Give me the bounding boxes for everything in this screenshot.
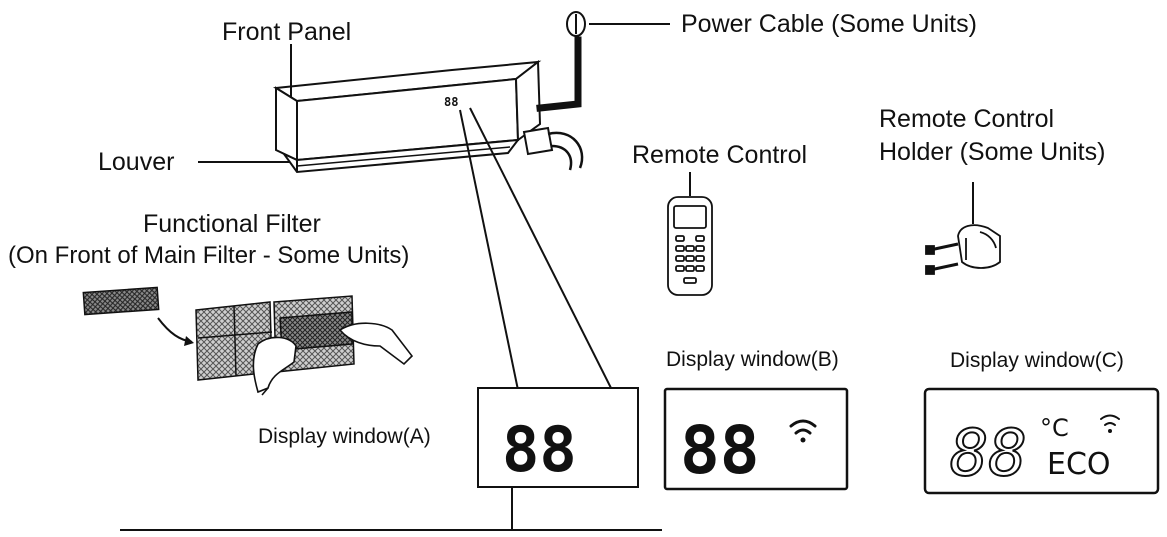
insert-arrow-head xyxy=(184,336,194,346)
display-a-digits: 88 xyxy=(502,413,577,486)
remote-holder xyxy=(925,182,1001,275)
remote-holder-label-line2: Holder (Some Units) xyxy=(879,138,1106,166)
display-window-b xyxy=(663,387,849,491)
unit-side-face xyxy=(514,60,542,142)
display-window-b-label: Display window(B) xyxy=(666,348,839,371)
front-panel-label: Front Panel xyxy=(222,18,352,46)
louver-label: Louver xyxy=(98,148,175,176)
display-c-digits: 88 xyxy=(950,417,1027,491)
hands xyxy=(252,322,414,396)
remote-holder-label-line1: Remote Control xyxy=(879,105,1055,133)
functional-filter-label-line1: Functional Filter xyxy=(143,210,321,238)
functional-filter-label-line2: (On Front of Main Filter - Some Units) xyxy=(8,242,410,269)
display-window-a xyxy=(477,387,639,488)
remote-control-label: Remote Control xyxy=(632,141,808,169)
unit-display-digits: 88 xyxy=(444,95,458,109)
wifi-icon-c xyxy=(1100,414,1120,433)
drain-pipe xyxy=(547,131,584,169)
front-panel xyxy=(275,86,298,162)
leader-lines xyxy=(120,44,662,531)
display-c-mode: ECO xyxy=(1047,447,1111,482)
display-zoom-line-left xyxy=(459,109,519,391)
display-zoom-line-right xyxy=(469,107,613,391)
display-window-c xyxy=(923,387,1160,495)
display-c-unit: °C xyxy=(1040,414,1069,442)
display-window-c-label: Display window(C) xyxy=(950,349,1124,372)
functional-filter-strip xyxy=(82,286,160,316)
display-window-a-label: Display window(A) xyxy=(258,425,431,448)
pipe-connector xyxy=(522,126,554,156)
remote-control xyxy=(667,172,713,296)
power-cable-label: Power Cable (Some Units) xyxy=(681,10,977,38)
indoor-unit xyxy=(272,60,584,174)
display-b-digits: 88 xyxy=(680,412,759,489)
wifi-icon-b xyxy=(789,419,817,443)
power-cable xyxy=(536,11,670,112)
